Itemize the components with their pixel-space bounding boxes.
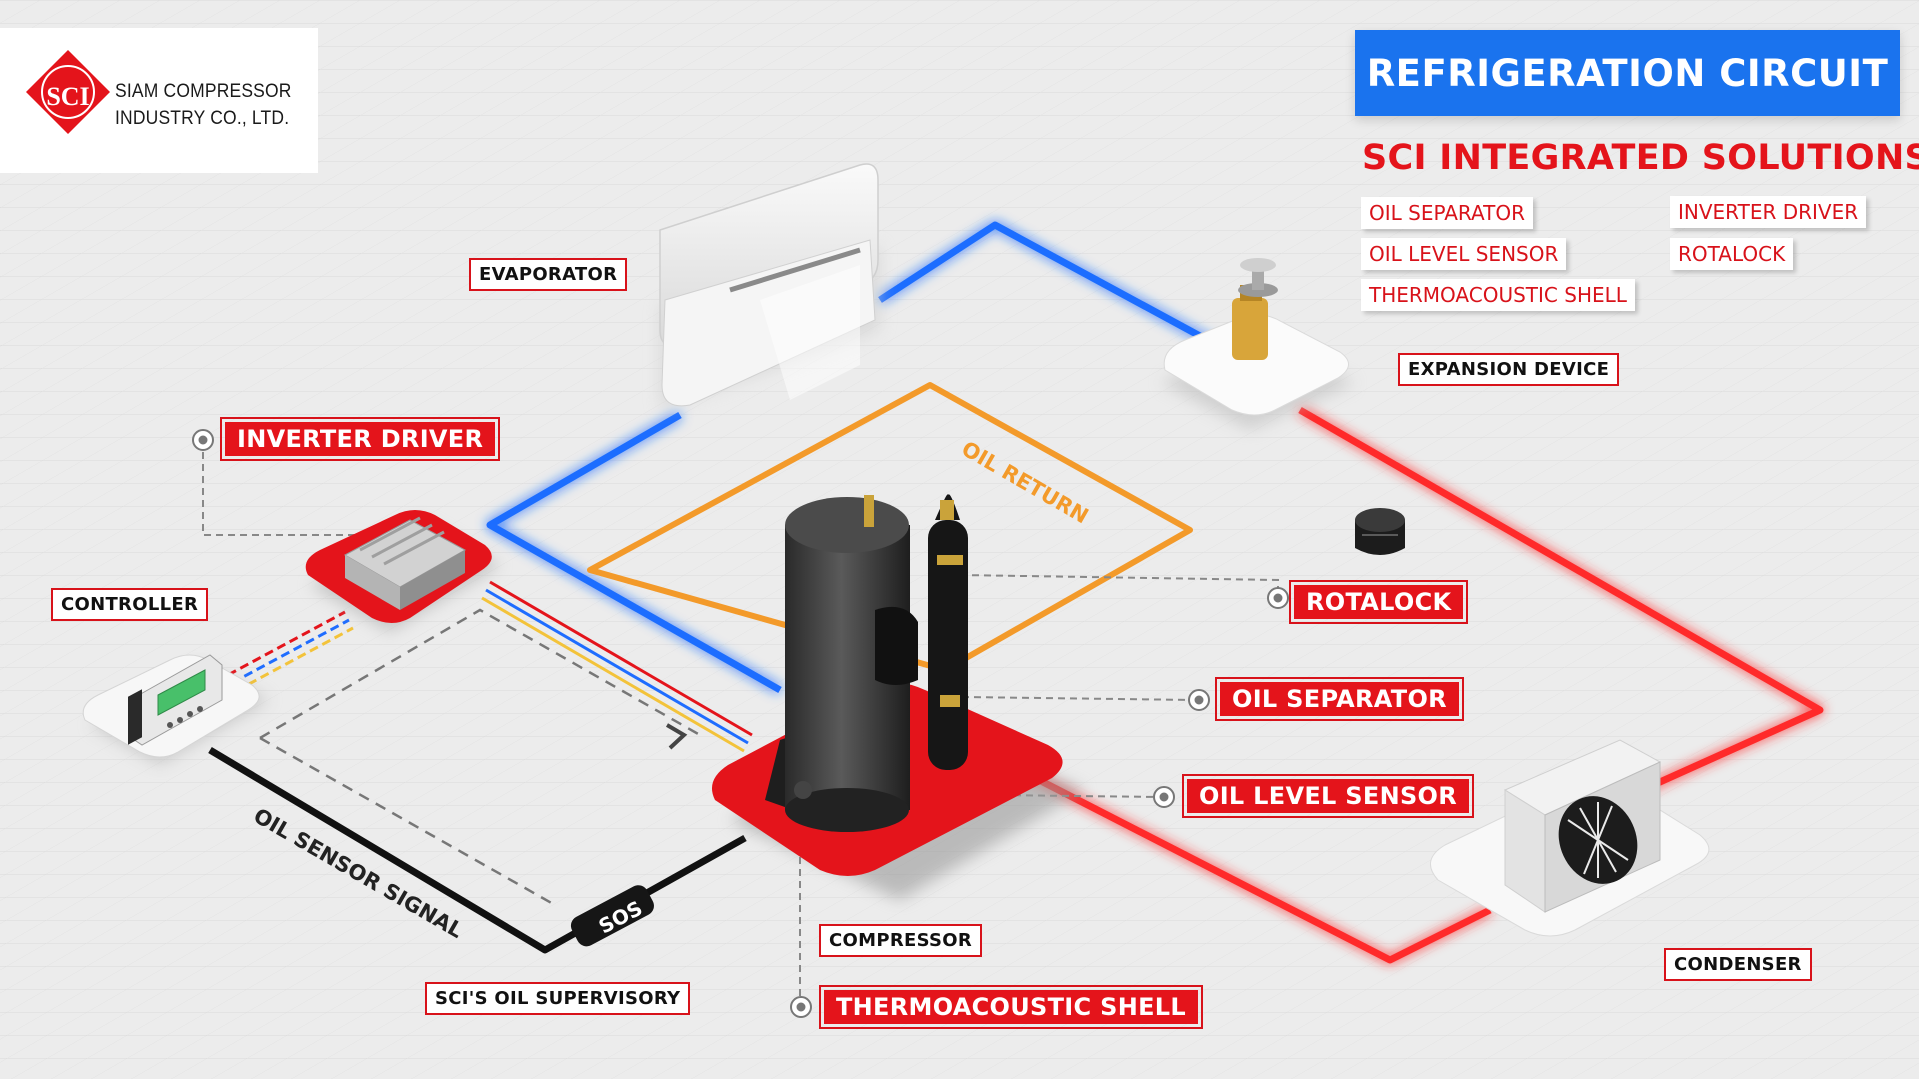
solution-oil-level-sensor: OIL LEVEL SENSOR: [1361, 238, 1567, 270]
label-compressor: COMPRESSOR: [819, 924, 983, 957]
oil-sensor-signal-line: [208, 746, 747, 954]
suction-line: [486, 221, 1237, 694]
label-condenser: CONDENSER: [1664, 948, 1812, 981]
label-rotalock: ROTALOCK: [1288, 580, 1469, 624]
solution-thermoacoustic-shell: THERMOACOUSTIC SHELL: [1361, 279, 1635, 311]
rotalock-part: [1355, 508, 1405, 555]
leader-dots: [192, 429, 1289, 1018]
company-name: SIAM COMPRESSOR INDUSTRY CO., LTD.: [115, 78, 292, 132]
condenser-unit: [1430, 739, 1710, 937]
supervisory-dashed-line: [259, 608, 701, 907]
page-subtitle: SCI INTEGRATED SOLUTIONS: [1362, 138, 1919, 178]
company-name-line2: INDUSTRY CO., LTD.: [115, 108, 290, 129]
label-oil-level-sensor: OIL LEVEL SENSOR: [1181, 774, 1475, 818]
solution-rotalock: ROTALOCK: [1670, 238, 1794, 270]
label-evaporator: EVAPORATOR: [469, 258, 628, 291]
control-wiring: [227, 580, 753, 753]
company-logo-panel: SCI: [0, 28, 318, 173]
svg-text:SCI: SCI: [46, 82, 89, 111]
label-oil-separator: OIL SEPARATOR: [1215, 677, 1464, 721]
label-oil-supervisory: SCI'S OIL SUPERVISORY: [425, 982, 691, 1015]
label-inverter-driver: INVERTER DRIVER: [219, 417, 501, 461]
inverter-driver-unit: [305, 510, 500, 632]
company-name-line1: SIAM COMPRESSOR: [115, 81, 292, 102]
controller-unit: [82, 654, 270, 765]
compressor-unit: [711, 494, 1085, 900]
expansion-device-unit: [1160, 258, 1355, 430]
page-title: REFRIGERATION CIRCUIT: [1355, 30, 1900, 116]
label-controller: CONTROLLER: [51, 588, 209, 621]
discharge-line: [998, 406, 1824, 964]
solution-oil-separator: OIL SEPARATOR: [1361, 197, 1534, 229]
solution-inverter-driver: INVERTER DRIVER: [1670, 196, 1867, 228]
dashed-arrow-icon: [665, 723, 688, 750]
evaporator-unit: [659, 163, 880, 410]
label-expansion-device: EXPANSION DEVICE: [1398, 353, 1620, 386]
sci-logo-icon: SCI: [26, 50, 110, 134]
label-thermoacoustic-shell: THERMOACOUSTIC SHELL: [819, 985, 1203, 1029]
